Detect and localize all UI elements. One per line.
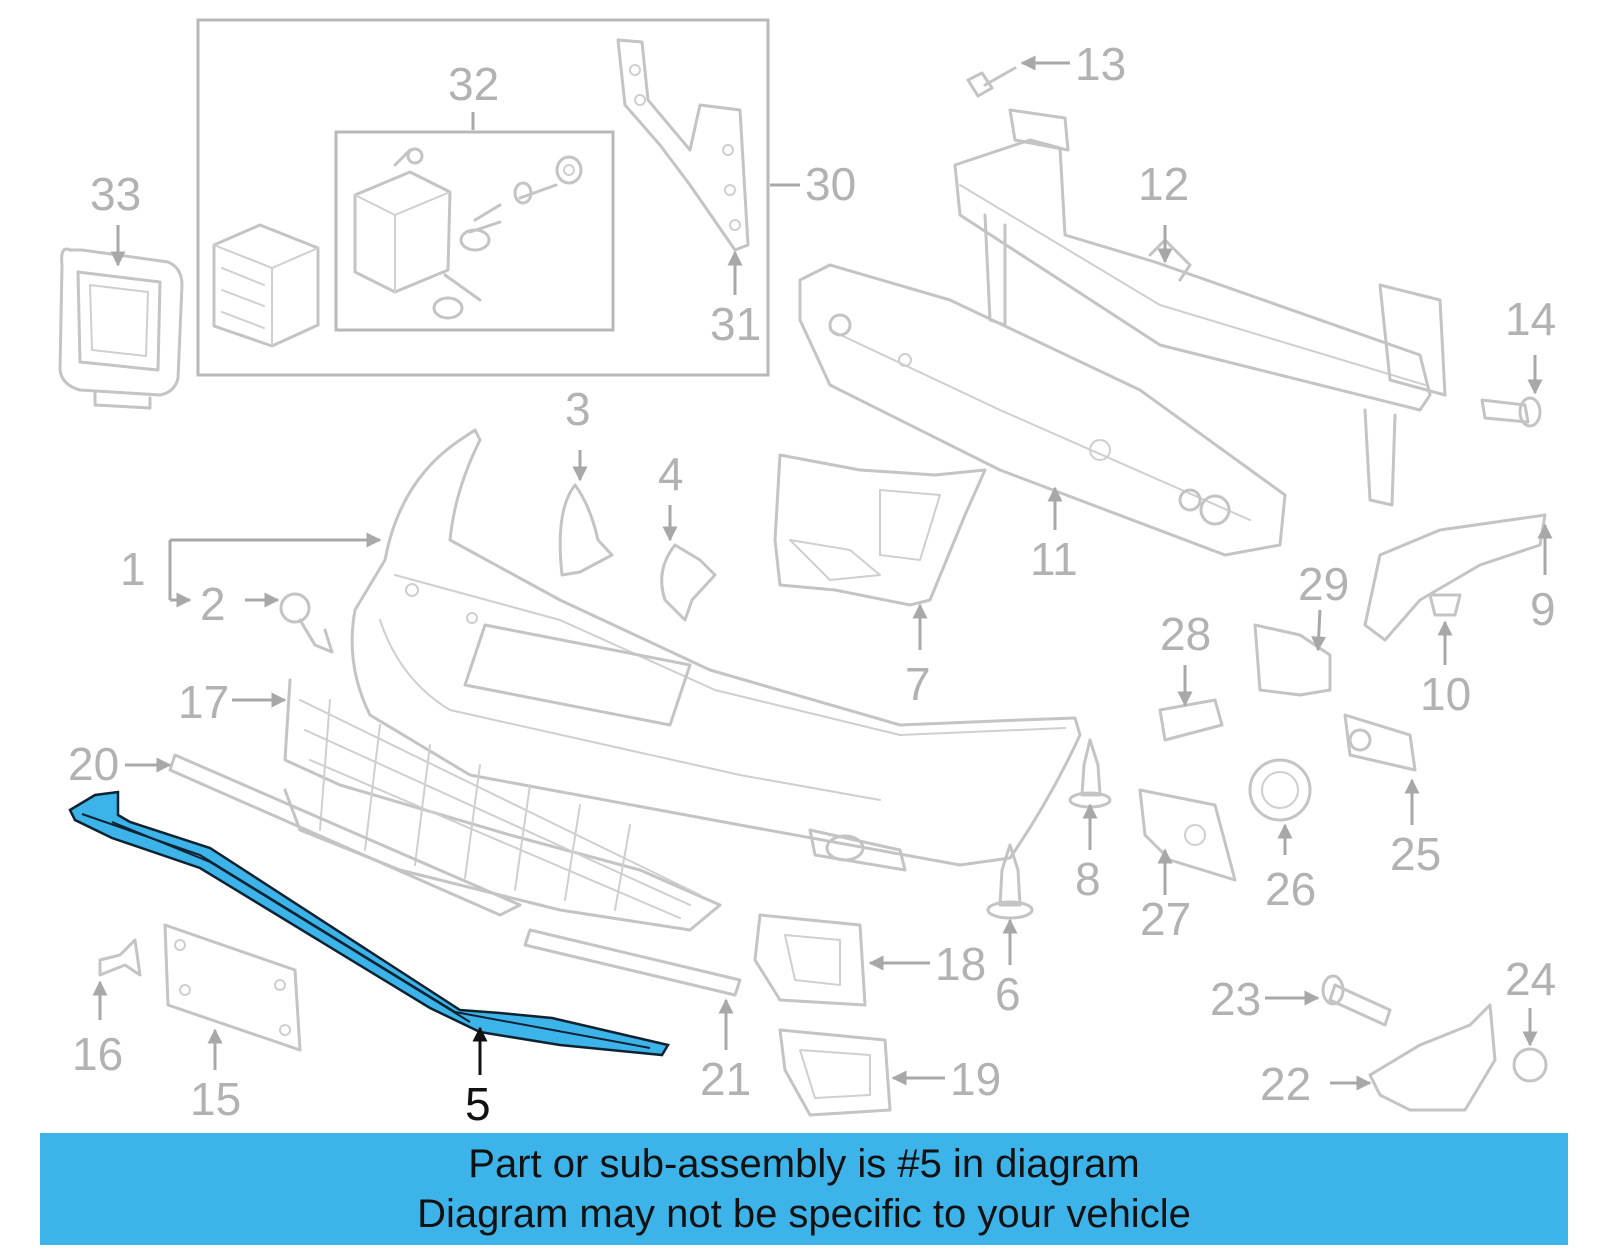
part-17-grille [283,678,722,932]
callout-32: 32 [448,58,499,110]
part-8-push-pin [1068,738,1112,809]
callout-23: 23 [1210,973,1261,1025]
part-1-bumper-cover [350,428,1082,872]
callout-14: 14 [1505,293,1556,345]
callout-3: 3 [565,383,591,435]
part-30-bracket [616,38,750,252]
callout-11: 11 [1030,533,1078,585]
part-13-bolt [966,66,1017,98]
part-9-bracket [1363,513,1547,642]
part-33-sensor-frame [58,247,184,410]
callout-8: 8 [1075,853,1101,905]
callout-29: 29 [1298,558,1349,610]
callout-4: 4 [658,448,684,500]
callout-24: 24 [1505,953,1556,1005]
callout-5: 5 [465,1078,491,1130]
part-3-cap [558,483,614,577]
part-27-bracket [1138,788,1237,882]
callout-labels: 1 2 3 4 5 6 7 8 9 10 11 12 13 14 15 16 1… [68,38,1556,1130]
part-21-trim-strip [523,928,742,997]
callout-16: 16 [72,1028,123,1080]
callout-31: 31 [710,298,761,350]
part-32-radar-assembly [212,147,583,348]
info-banner: Part or sub-assembly is #5 in diagram Di… [40,1133,1568,1245]
callout-15: 15 [190,1073,241,1125]
part-20-trim-strip [168,753,522,917]
callout-27: 27 [1140,893,1191,945]
part-4-cap [660,543,717,622]
part-15-plate-bracket [163,923,302,1052]
callout-13: 13 [1075,38,1126,90]
part-5-lower-spoiler [68,790,670,1057]
part-26-ring [1248,758,1312,822]
callout-33: 33 [90,168,141,220]
part-23-bolt [1321,974,1392,1027]
part-19-cover [778,1028,892,1117]
callout-1: 1 [120,543,146,595]
callout-26: 26 [1265,863,1316,915]
callout-22: 22 [1260,1058,1311,1110]
callout-21: 21 [700,1053,751,1105]
part-22-bracket [1368,1003,1497,1112]
callout-7: 7 [905,658,931,710]
leader-lines [92,55,1553,1091]
part-12-reinforcement-beam [953,108,1447,507]
part-24-nut [1512,1047,1548,1083]
callout-10: 10 [1420,668,1471,720]
part-14-bolt [1480,396,1542,428]
banner-line-1: Part or sub-assembly is #5 in diagram [468,1142,1140,1186]
callout-12: 12 [1138,158,1189,210]
part-11-energy-absorber [798,263,1287,557]
part-6-push-pin [986,843,1034,920]
callout-9: 9 [1530,583,1556,635]
callout-18: 18 [935,938,986,990]
callout-30: 30 [805,158,856,210]
callout-6: 6 [995,968,1021,1020]
part-25-sensor [1343,713,1417,772]
callout-2: 2 [200,578,226,630]
part-16-fastener [98,938,142,977]
callout-17: 17 [178,676,229,728]
part-18-cover [753,913,867,1007]
callout-28: 28 [1160,608,1211,660]
callout-20: 20 [68,738,119,790]
sensor-group-box [196,18,770,377]
callout-19: 19 [950,1053,1001,1105]
banner-line-2: Diagram may not be specific to your vehi… [417,1192,1191,1236]
part-7-bracket [773,453,987,607]
part-2-clip [279,592,334,654]
part-29-bracket [1253,623,1332,697]
part-10-clip [1428,593,1462,617]
callout-25: 25 [1390,828,1441,880]
part-28-sensor [1158,698,1224,742]
